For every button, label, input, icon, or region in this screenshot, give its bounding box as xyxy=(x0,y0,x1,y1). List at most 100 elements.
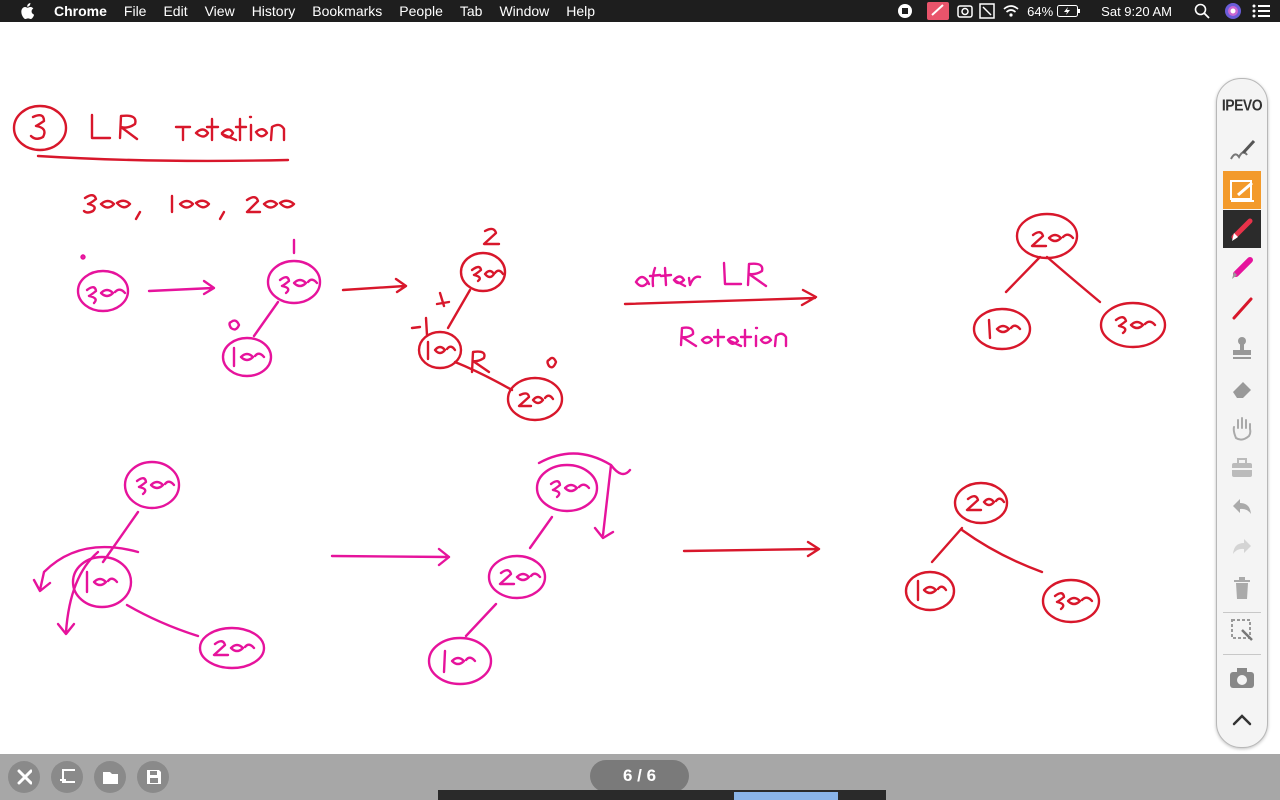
after-lr-arrow xyxy=(623,288,818,307)
tree1-node-300 xyxy=(76,269,130,313)
tree2-edge xyxy=(252,300,280,338)
tree2-node-300 xyxy=(266,259,322,305)
seq-100 xyxy=(170,194,226,221)
result-node-300 xyxy=(1099,301,1167,349)
whiteboard-canvas[interactable] xyxy=(0,22,1280,754)
open-folder-button[interactable] xyxy=(94,761,126,793)
close-button[interactable] xyxy=(8,761,40,793)
tree3-edge-100-200 xyxy=(453,360,514,392)
bottom-result-node-100 xyxy=(904,570,956,612)
balance-factor-2 xyxy=(482,227,501,246)
result-node-100 xyxy=(972,307,1032,351)
menu-edit[interactable]: Edit xyxy=(163,3,188,19)
camera-icon[interactable] xyxy=(1223,659,1261,697)
eraser-icon[interactable] xyxy=(1223,369,1261,407)
battery-icon[interactable] xyxy=(1057,5,1081,17)
bottom-result-edge-right xyxy=(960,528,1044,574)
menu-list-icon[interactable] xyxy=(1252,4,1270,18)
rotation-label-R xyxy=(470,350,491,374)
arrow-bottom-first xyxy=(330,547,451,567)
menu-history[interactable]: History xyxy=(251,3,296,19)
red-pen-icon[interactable] xyxy=(1223,210,1261,248)
tree3-node-300 xyxy=(459,251,507,293)
save-icon xyxy=(145,769,161,785)
rotation-word xyxy=(679,326,788,348)
title-R xyxy=(118,114,139,141)
palette-divider xyxy=(1223,612,1261,613)
annotate-icon[interactable] xyxy=(1223,171,1261,209)
arrow-tree2-to-tree3 xyxy=(341,277,408,294)
ipevo-logo: IPEVO xyxy=(1221,96,1263,114)
wifi-icon[interactable] xyxy=(1003,4,1019,18)
bottom-result-node-300 xyxy=(1041,578,1101,624)
tree3-node-100 xyxy=(417,330,463,370)
handwritten-notes xyxy=(12,104,1167,686)
page-indicator[interactable]: 6 / 6 xyxy=(590,760,689,792)
tree2-balance-0 xyxy=(228,319,241,331)
trash-icon[interactable] xyxy=(1223,569,1261,607)
stamp-icon[interactable] xyxy=(1223,329,1261,367)
line-icon[interactable] xyxy=(1223,289,1261,327)
tree3-edge-300-100 xyxy=(446,288,472,330)
add-page-icon xyxy=(59,769,75,785)
status-area: 64% Sat 9:20 AM xyxy=(897,0,1280,22)
seq-200 xyxy=(245,196,296,214)
title-underline xyxy=(36,154,290,163)
after-word xyxy=(634,266,702,288)
tree1-balance-dot xyxy=(80,254,86,260)
bottom-result-edge-left xyxy=(930,526,964,564)
hand-icon[interactable] xyxy=(1223,409,1261,447)
bottom-mid-node-300 xyxy=(535,463,599,513)
tree3-node-200 xyxy=(506,376,564,422)
rotate-arrow-left-1 xyxy=(32,545,140,593)
menu-help[interactable]: Help xyxy=(566,3,596,19)
balance-factor-0 xyxy=(546,356,558,369)
menu-file[interactable]: File xyxy=(123,3,147,19)
palette-divider-2 xyxy=(1223,654,1261,655)
bottom-mid-node-200 xyxy=(487,554,547,600)
collapse-icon[interactable] xyxy=(1223,701,1261,739)
capture-area-icon[interactable] xyxy=(1223,611,1261,649)
bottom-bar: 6 / 6 xyxy=(0,754,1280,800)
screenshot-icon[interactable] xyxy=(957,3,973,19)
result-edge-200-100 xyxy=(1004,255,1042,294)
rotate-arrow-right xyxy=(537,452,632,540)
bottom-mid-edge-300-200 xyxy=(528,515,554,550)
bottom-result-node-200 xyxy=(953,481,1009,525)
apple-menu-icon[interactable] xyxy=(20,3,38,19)
LR-word xyxy=(722,261,768,288)
add-page-button[interactable] xyxy=(51,761,83,793)
title-digit-3 xyxy=(29,114,46,140)
bottom-tree-node-300 xyxy=(123,460,181,510)
title-L xyxy=(90,113,112,140)
redo-icon[interactable] xyxy=(1223,529,1261,567)
active-page-thumbnail[interactable] xyxy=(734,792,838,800)
bottom-tree-node-200 xyxy=(198,626,266,670)
highlighter-icon[interactable] xyxy=(1223,249,1261,287)
title-circle-3 xyxy=(12,104,68,152)
record-icon[interactable] xyxy=(897,3,913,19)
menu-view[interactable]: View xyxy=(204,3,235,19)
save-button[interactable] xyxy=(137,761,169,793)
open-folder-icon xyxy=(102,769,118,785)
arrow-bottom-second xyxy=(682,540,821,558)
brush-icon[interactable] xyxy=(1223,131,1261,169)
clock[interactable]: Sat 9:20 AM xyxy=(1101,3,1172,19)
bottom-mid-edge-200-100 xyxy=(464,602,498,638)
page-thumbnail-strip[interactable] xyxy=(438,790,886,800)
menu-tab[interactable]: Tab xyxy=(459,3,483,19)
menu-people[interactable]: People xyxy=(399,3,443,19)
notes-icon[interactable] xyxy=(927,1,950,21)
window-icon[interactable] xyxy=(979,3,995,19)
menu-app-name[interactable]: Chrome xyxy=(54,3,107,19)
siri-icon[interactable] xyxy=(1224,2,1242,20)
bottom-tree-edge-100-200 xyxy=(125,603,200,638)
menu-bookmarks[interactable]: Bookmarks xyxy=(312,3,383,19)
search-icon[interactable] xyxy=(1194,3,1210,19)
tree2-node-100 xyxy=(221,336,273,378)
battery-percent: 64% xyxy=(1027,3,1054,19)
menu-window[interactable]: Window xyxy=(499,3,550,19)
toolbox-icon[interactable] xyxy=(1223,449,1261,487)
undo-icon[interactable] xyxy=(1223,489,1261,527)
rotate-arrow-left-2 xyxy=(56,550,100,636)
